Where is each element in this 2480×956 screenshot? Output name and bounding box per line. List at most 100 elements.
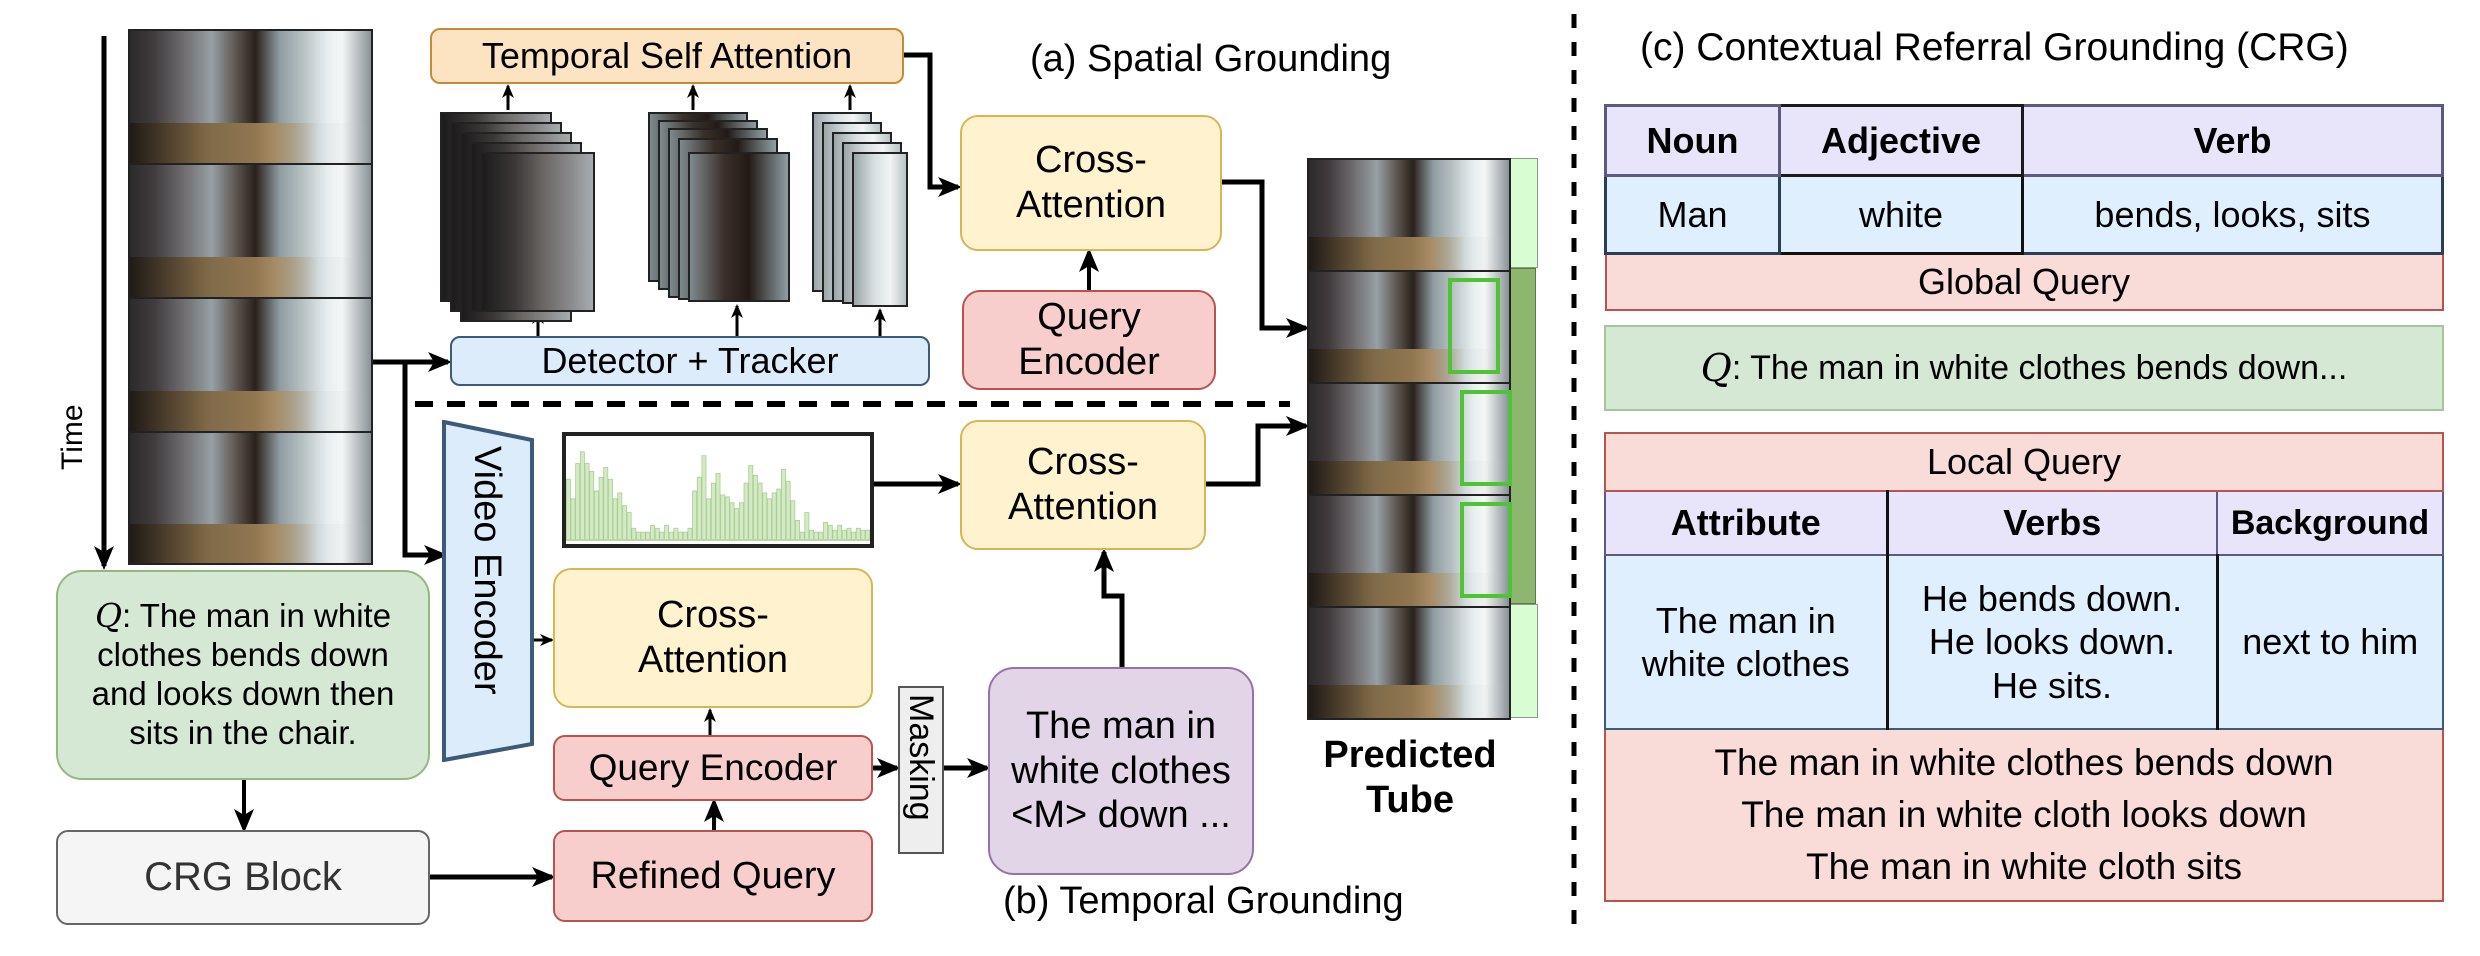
attribute-line: The man in xyxy=(1655,599,1836,641)
target-bounding-box xyxy=(1448,278,1500,374)
tsa-to-cross-attention-arrow xyxy=(904,52,962,197)
histogram-bar xyxy=(645,531,651,541)
query-line-text: : The man in white xyxy=(122,597,392,635)
histogram-bar xyxy=(743,482,749,541)
attribute-line: white clothes xyxy=(1641,643,1850,684)
value-adjective: white xyxy=(1778,174,2024,255)
cross-attention-line2: Attention xyxy=(1016,184,1166,226)
tube-frame xyxy=(1307,606,1511,720)
histogram-bar xyxy=(617,492,623,541)
value-noun: Man xyxy=(1604,174,1781,255)
tube-segment-light-top xyxy=(1510,158,1538,268)
temporal-query-encoder-box: Query Encoder xyxy=(553,735,873,801)
histogram-bar xyxy=(593,490,599,541)
histogram-bar xyxy=(678,531,684,541)
time-label: Time xyxy=(56,404,89,470)
local-sentence: The man in white cloth looks down xyxy=(1741,794,2307,836)
histogram-bar xyxy=(706,498,712,541)
histogram-bar xyxy=(855,527,861,541)
local-sentence: The man in white cloth sits xyxy=(1806,845,2242,887)
verb-line: He looks down. xyxy=(1928,621,2176,663)
histogram-bar xyxy=(752,474,758,541)
histogram-bar xyxy=(757,482,763,541)
crg-query-text: : The man in white clothes bends down... xyxy=(1731,348,2348,387)
histogram-bar xyxy=(682,531,688,541)
predicted-tube-line1: Predicted xyxy=(1323,734,1497,777)
histogram-bar xyxy=(696,476,702,541)
masking-box: Masking xyxy=(898,686,944,854)
histogram-bar xyxy=(823,521,829,541)
histogram-bar xyxy=(584,463,590,541)
histogram-bar xyxy=(715,472,721,541)
histogram-bar xyxy=(622,505,627,541)
histogram-bar xyxy=(865,529,870,541)
tube-segment-light-bottom xyxy=(1510,604,1538,718)
spatial-grounding-title: (a) Spatial Grounding xyxy=(1030,38,1392,80)
query-encoder-line2: Encoder xyxy=(1018,341,1160,383)
histogram-bar xyxy=(860,529,866,541)
temporal-self-attention-box: Temporal Self Attention xyxy=(430,28,904,84)
local-query-table: Local Query Attribute Verbs Background T… xyxy=(1604,432,2444,902)
temporal-cross-attention-to-tube-arrow xyxy=(1206,416,1310,487)
histogram-bar xyxy=(710,482,716,541)
tube-frame xyxy=(1307,382,1511,496)
detector-tracker-box: Detector + Tracker xyxy=(450,336,930,386)
histogram-bar xyxy=(603,467,609,541)
tube-frame xyxy=(1307,270,1511,384)
query-symbol: Q xyxy=(94,596,123,636)
masked-query-to-cross-attention-arrow xyxy=(1094,548,1125,667)
histogram-bar xyxy=(720,494,726,541)
masked-query-line: The man in xyxy=(1025,704,1217,747)
histogram-bar xyxy=(776,488,782,541)
tube-frame xyxy=(1307,158,1511,272)
masked-query-line: white clothes xyxy=(1011,749,1231,792)
histogram-bar xyxy=(570,498,576,541)
histogram-bar xyxy=(785,480,791,541)
local-query-title: Local Query xyxy=(1604,432,2444,492)
query-line: and looks down then xyxy=(91,675,395,712)
histogram-bar xyxy=(664,524,669,541)
histogram-bar xyxy=(575,463,581,541)
local-sentence: The man in white clothes bends down xyxy=(1714,742,2334,784)
header-noun: Noun xyxy=(1604,104,1781,177)
attribute-cell: The man in white clothes xyxy=(1604,554,1889,730)
histogram-bar xyxy=(804,512,810,541)
histogram-bar xyxy=(738,502,744,541)
histogram-bar xyxy=(790,500,796,541)
query-line: clothes bends down xyxy=(97,636,389,674)
input-frame xyxy=(128,297,373,433)
input-frame xyxy=(128,29,373,165)
histogram-bar xyxy=(654,527,660,541)
video-encoder-label: Video Encoder xyxy=(466,446,508,695)
verbs-cell: He bends down. He looks down. He sits. xyxy=(1886,554,2219,730)
histogram-bar xyxy=(841,529,847,541)
histogram-bar xyxy=(598,476,604,541)
global-query-table: Noun Adjective Verb Man white bends, loo… xyxy=(1604,104,2444,311)
relevance-histogram xyxy=(562,432,874,548)
spatial-query-encoder-box: Query Encoder xyxy=(962,290,1216,390)
histogram-bar xyxy=(748,465,754,541)
value-verb: bends, looks, sits xyxy=(2021,174,2444,255)
cross-attention-line2: Attention xyxy=(1008,486,1158,528)
histogram-bar xyxy=(795,520,800,541)
masking-label: Masking xyxy=(902,694,940,821)
video-encoder: Video Encoder xyxy=(442,420,534,762)
histogram-bar xyxy=(832,529,838,541)
histogram-bar xyxy=(701,455,707,541)
histogram-bar xyxy=(650,524,655,541)
predicted-tube-label: Predicted Tube xyxy=(1300,728,1520,828)
header-verb: Verb xyxy=(2021,104,2444,177)
masked-query-box: The man in white clothes <M> down ... xyxy=(988,667,1254,875)
predicted-tube-line2: Tube xyxy=(1366,779,1454,821)
query-line: Q: The man in white xyxy=(94,596,392,636)
cross-attention-line1: Cross- xyxy=(657,594,769,637)
histogram-bar xyxy=(813,531,819,541)
histogram-bar xyxy=(771,492,777,541)
target-bounding-box xyxy=(1460,502,1512,598)
histogram-bar xyxy=(636,531,641,541)
masked-query-line: <M> down ... xyxy=(1011,794,1231,837)
histogram-bar xyxy=(827,524,833,541)
histogram-bar xyxy=(631,527,637,541)
histogram-bar xyxy=(687,527,693,541)
